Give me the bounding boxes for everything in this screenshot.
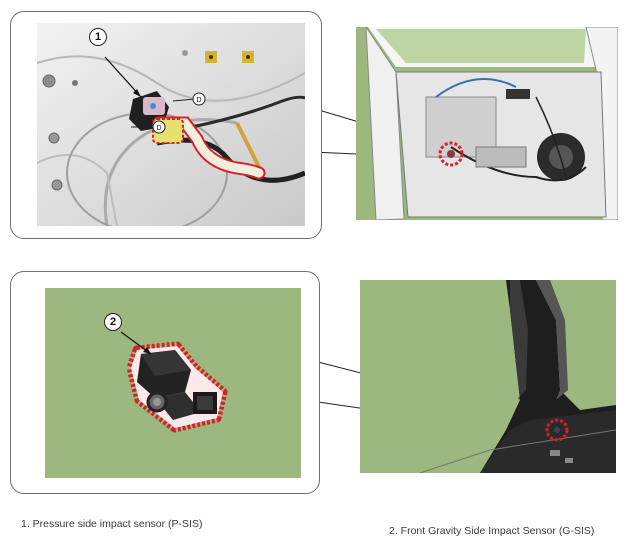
detail-frame-p-sis: D D 1 xyxy=(10,11,322,239)
caption-g-sis: 2. Front Gravity Side Impact Sensor (G-S… xyxy=(389,525,595,537)
svg-text:D: D xyxy=(156,125,161,132)
callout-number-1: 1 xyxy=(89,28,107,46)
door-overview-photo xyxy=(356,27,618,220)
detail-frame-g-sis: 2 xyxy=(10,271,320,494)
g-sis-closeup-photo xyxy=(45,288,301,478)
b-pillar-overview-photo xyxy=(360,280,616,473)
caption-p-sis: 1. Pressure side impact sensor (P-SIS) xyxy=(21,518,203,530)
b-pillar-illustration xyxy=(400,280,616,473)
p-sis-closeup-photo: D D xyxy=(37,23,305,226)
door-overview-illustration xyxy=(365,27,618,220)
g-sis-sensor-illustration xyxy=(120,331,228,433)
svg-text:D: D xyxy=(196,97,201,104)
door-inner-panel-illustration: D D xyxy=(37,23,305,226)
callout-number-2: 2 xyxy=(104,313,122,331)
